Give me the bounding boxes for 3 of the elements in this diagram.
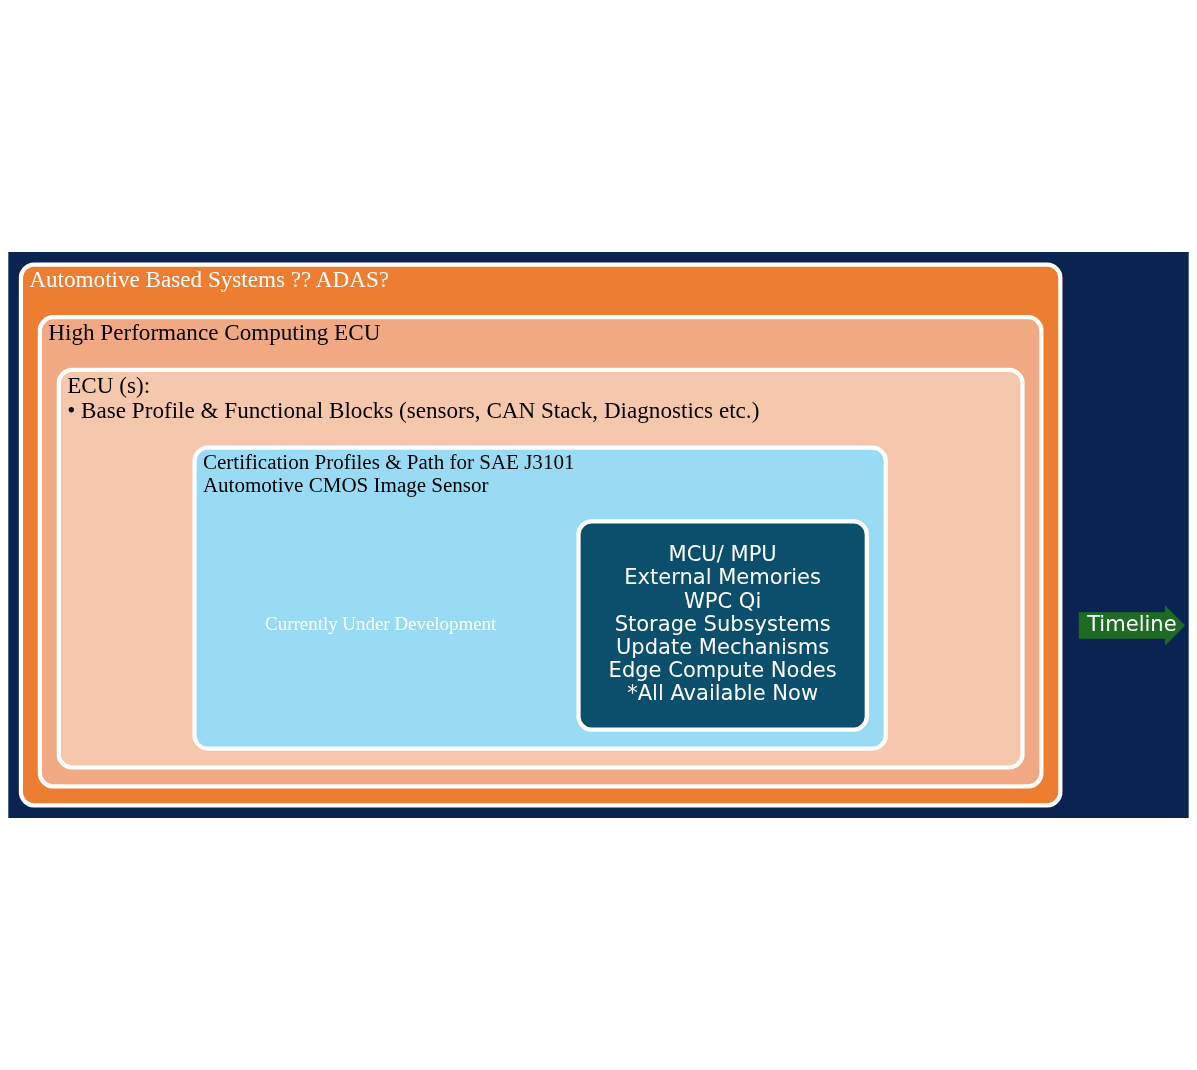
node-box: MCU/ MPU External Memories WPC Qi Storage Subsystems Update Mechanisms Edge Compute Nodes *All Available Now: [576, 519, 869, 732]
label: Timeline: [1087, 610, 1177, 636]
node-label: Currently Under Development: [265, 613, 497, 635]
